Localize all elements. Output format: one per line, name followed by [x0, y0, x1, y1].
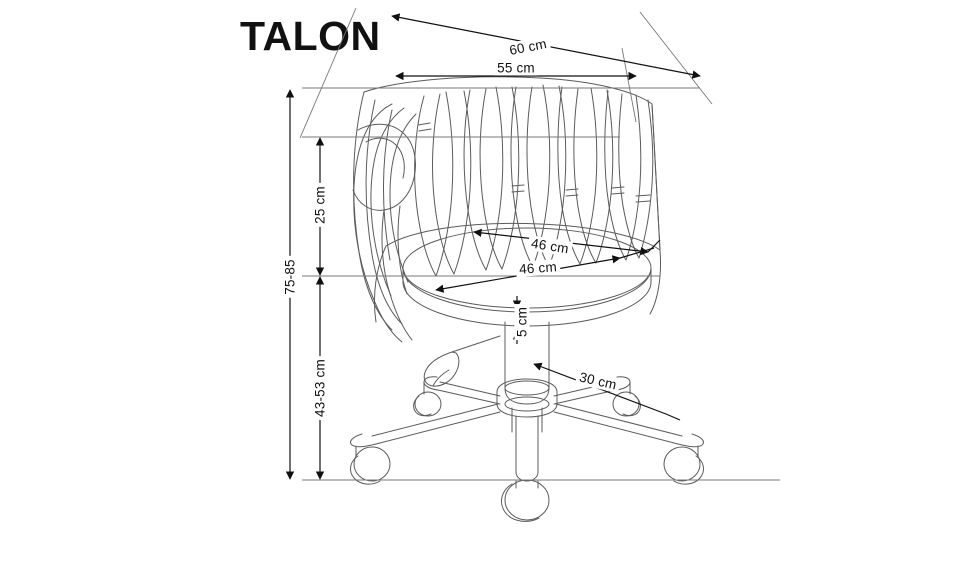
gas-lift-cylinder: [504, 321, 550, 433]
dimension-label-25cm: 25 cm: [312, 183, 328, 227]
dimension-label-seat-height: 43-53 cm: [312, 356, 328, 420]
chair-base: [349, 376, 705, 482]
dimension-label-5cm: 5 cm: [514, 303, 530, 341]
height-adjust-lever: [423, 335, 501, 387]
page-title: TALON: [240, 13, 381, 59]
backrest-left-wing: [352, 103, 417, 343]
dimension-label-55cm: 55 cm: [494, 60, 538, 76]
dimension-label-46cm-lower: 46 cm: [515, 258, 561, 278]
dimension-label-total-height: 75-85: [282, 256, 298, 298]
dimension-30cm: [533, 362, 681, 421]
